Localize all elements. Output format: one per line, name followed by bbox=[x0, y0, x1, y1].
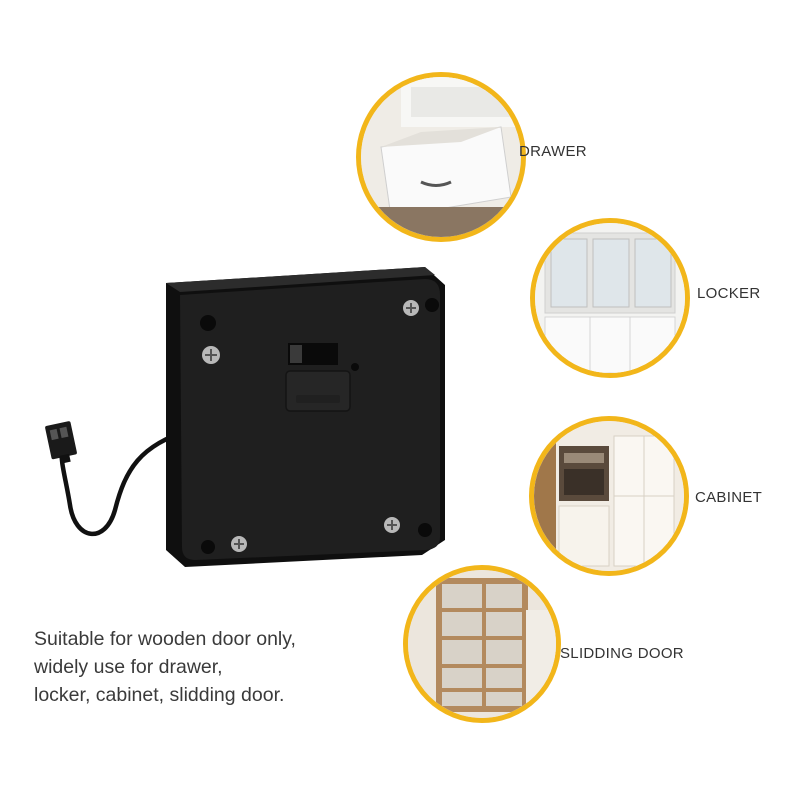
sliding-door-icon bbox=[408, 570, 556, 718]
description-line: locker, cabinet, slidding door. bbox=[34, 684, 285, 706]
screw bbox=[231, 536, 247, 552]
label-plate bbox=[285, 370, 351, 412]
lock-product-image bbox=[45, 267, 445, 567]
locker-label: LOCKER bbox=[697, 285, 761, 302]
description-line: widely use for drawer, bbox=[34, 656, 223, 678]
screw bbox=[384, 517, 400, 533]
screw bbox=[403, 300, 419, 316]
description-line: Suitable for wooden door only, bbox=[34, 628, 296, 650]
mount-hole bbox=[200, 315, 216, 331]
product-description: Suitable for wooden door only, widely us… bbox=[34, 625, 434, 709]
cabinet-label: CABINET bbox=[695, 489, 763, 506]
mount-hole bbox=[425, 298, 439, 312]
drawer-icon bbox=[361, 77, 521, 237]
drawer-label: DRAWER bbox=[519, 143, 587, 160]
mount-hole bbox=[201, 540, 215, 554]
screw bbox=[202, 346, 220, 364]
lock-cable bbox=[59, 427, 193, 537]
sliding-door-label: SLIDDING DOOR bbox=[560, 645, 684, 662]
cabinet-icon bbox=[534, 421, 684, 571]
lock-body bbox=[180, 279, 440, 560]
cable-connector bbox=[45, 421, 77, 464]
mount-hole bbox=[418, 523, 432, 537]
locker-icon bbox=[535, 223, 685, 373]
